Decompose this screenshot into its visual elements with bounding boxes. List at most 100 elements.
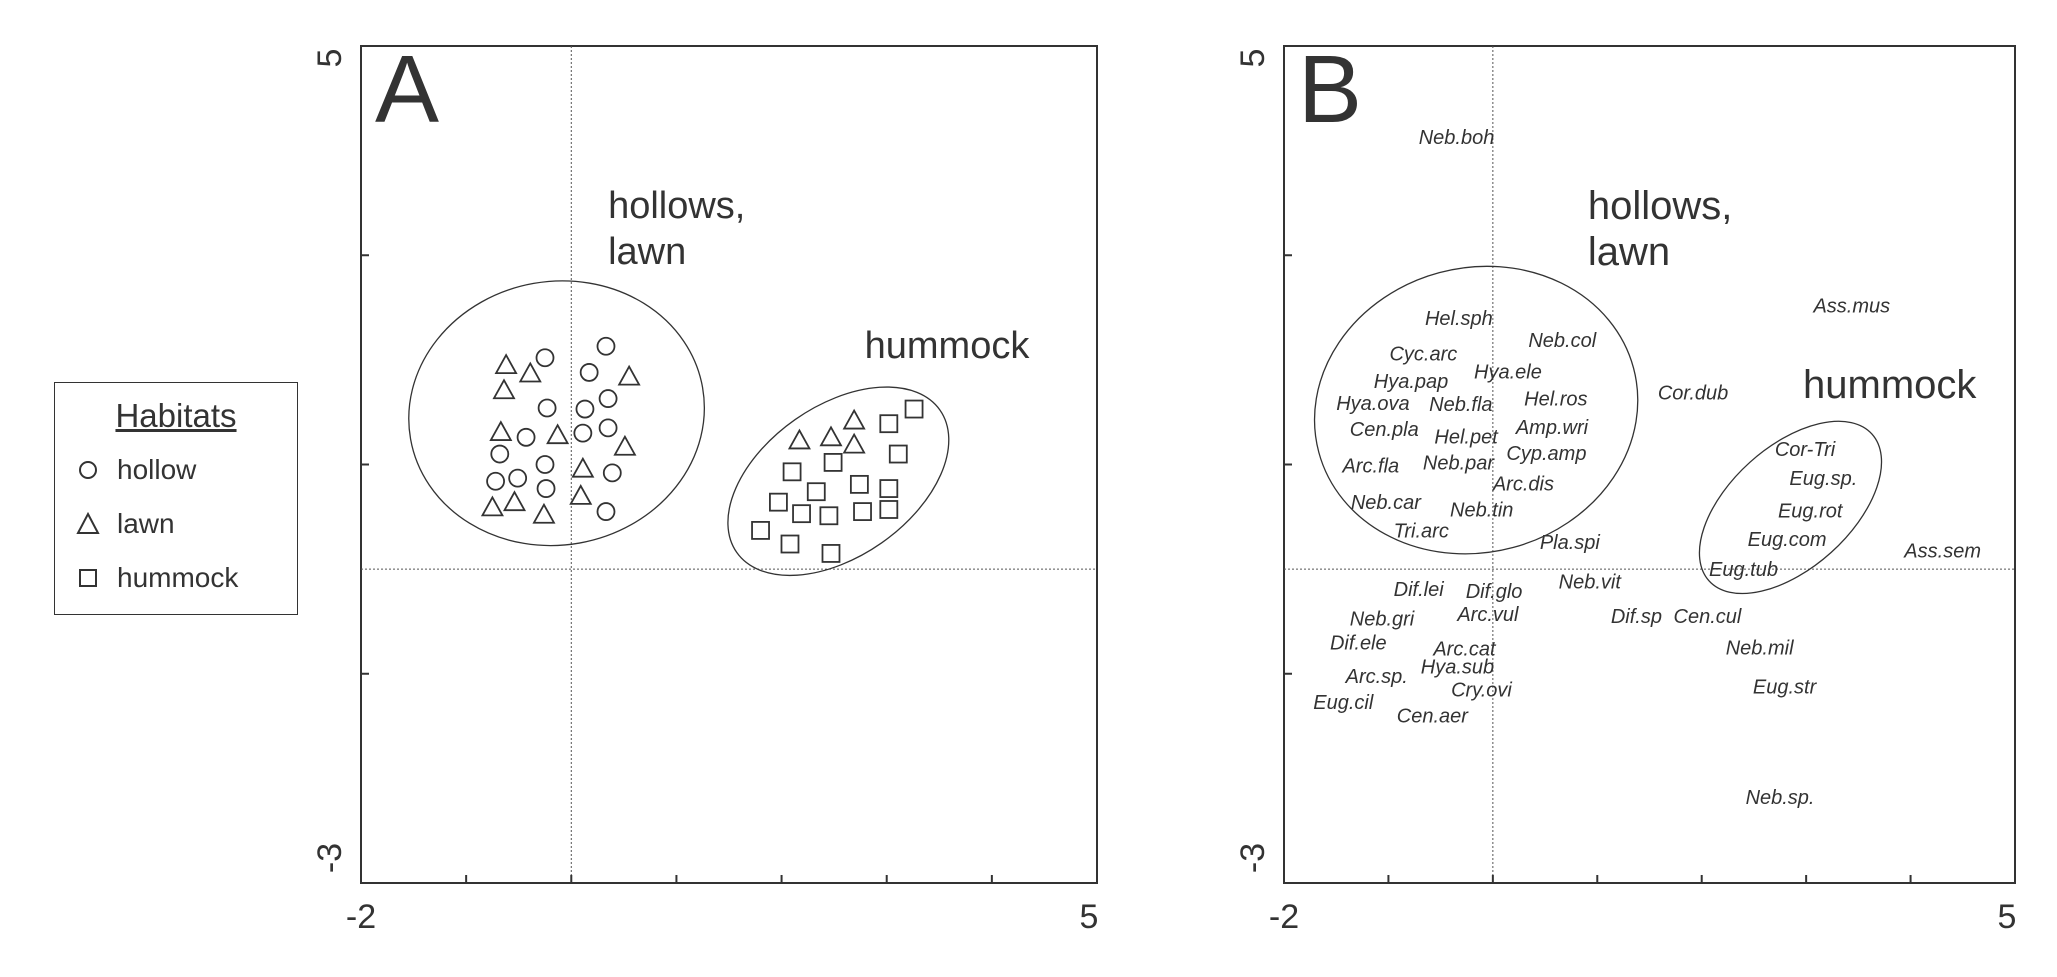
- marker-hummock: [792, 504, 811, 524]
- panel-letter: A: [375, 36, 439, 143]
- legend-label: lawn: [117, 508, 175, 539]
- marker-lawn: [613, 434, 637, 456]
- marker-hollow: [602, 463, 622, 483]
- marker-hummock: [879, 500, 899, 519]
- species-label: Neb.vit: [1559, 572, 1623, 594]
- species-label: Neb.fla: [1429, 394, 1492, 416]
- species-label: Eug.com: [1748, 529, 1827, 551]
- x-tick-label: 5: [1998, 898, 2017, 936]
- species-label: Eug.str: [1753, 676, 1818, 698]
- species-label: Cor-Tri: [1775, 439, 1836, 461]
- species-label: Hel.sph: [1425, 308, 1493, 330]
- marker-lawn: [842, 408, 866, 430]
- marker-lawn: [787, 428, 811, 450]
- species-label: Arc.fla: [1341, 456, 1399, 478]
- species-label: Amp.wri: [1515, 417, 1589, 439]
- species-label: Arc.sp.: [1345, 666, 1408, 688]
- species-label: Cyp.amp: [1506, 443, 1586, 465]
- marker-hollow: [573, 423, 593, 443]
- species-label: Eug.tub: [1709, 559, 1778, 581]
- species-label: Neb.par: [1423, 452, 1495, 474]
- marker-lawn: [546, 423, 570, 445]
- species-label: Ass.sem: [1903, 540, 1981, 562]
- legend-entry-hummock: hummock: [55, 551, 297, 605]
- marker-lawn: [842, 432, 866, 454]
- marker-hollow: [490, 444, 510, 464]
- species-label: Hya.pap: [1374, 371, 1449, 393]
- marker-hollow: [598, 389, 618, 408]
- marker-lawn: [819, 425, 843, 447]
- y-tick-label: 5: [1234, 49, 1272, 68]
- species-label: Pla.spi: [1540, 532, 1601, 554]
- group-ellipse: [727, 386, 950, 577]
- marker-hummock: [879, 479, 899, 498]
- group-annotation: lawn: [608, 231, 686, 273]
- legend-entry-lawn: lawn: [55, 497, 297, 551]
- species-label: Eug.rot: [1778, 501, 1844, 523]
- panel-letter: B: [1298, 36, 1362, 143]
- marker-hollow: [596, 502, 616, 521]
- species-label: Eug.sp.: [1789, 468, 1857, 490]
- species-label: Hya.ele: [1474, 361, 1542, 383]
- marker-hummock: [769, 492, 788, 512]
- species-label: Cen.cul: [1674, 606, 1742, 628]
- species-label: Neb.mil: [1726, 638, 1794, 660]
- group-annotation: hollows,: [608, 185, 745, 227]
- marker-hummock: [853, 502, 872, 521]
- marker-hollow: [508, 468, 528, 488]
- marker-lawn: [617, 364, 641, 386]
- group-ellipse: [1698, 420, 1883, 595]
- species-label: Neb.col: [1528, 330, 1596, 352]
- group-ellipse: [408, 280, 705, 547]
- species-label: Neb.gri: [1350, 608, 1415, 630]
- x-tick-label: -2: [346, 898, 376, 936]
- species-label: Arc.vul: [1456, 604, 1519, 626]
- marker-hummock: [904, 399, 924, 419]
- marker-lawn: [518, 361, 542, 383]
- habitats-legend: Habitats hollow lawn hummock: [54, 382, 298, 615]
- marker-hollow: [537, 398, 557, 418]
- marker-hollow: [598, 418, 618, 438]
- species-label: Cor.dub: [1658, 382, 1728, 404]
- legend-label: hummock: [117, 562, 239, 593]
- group-annotation: hummock: [1803, 363, 1977, 407]
- legend-entry-hollow: hollow: [55, 443, 297, 497]
- species-label: Tri.arc: [1394, 520, 1449, 542]
- marker-hollow: [596, 336, 616, 356]
- marker-lawn: [571, 456, 595, 478]
- marker-hollow: [535, 348, 555, 368]
- legend-label: hollow: [117, 454, 197, 485]
- marker-hollow: [579, 363, 599, 382]
- y-tick-label: 5: [311, 49, 349, 68]
- square-marker-icon: [79, 569, 97, 587]
- species-label: Neb.boh: [1419, 127, 1495, 149]
- marker-hollow: [486, 471, 505, 491]
- marker-lawn: [489, 420, 513, 441]
- species-label: Hya.sub: [1421, 656, 1494, 678]
- marker-lawn: [494, 353, 518, 375]
- species-label: Dif.ele: [1330, 632, 1387, 654]
- species-label: Neb.sp.: [1746, 787, 1815, 809]
- marker-hummock: [849, 474, 869, 494]
- x-tick-label: 5: [1080, 898, 1099, 936]
- marker-hollow: [516, 427, 536, 447]
- marker-hollow: [535, 455, 555, 474]
- marker-hummock: [806, 482, 826, 502]
- group-ellipse: [1313, 265, 1639, 555]
- species-label: Ass.mus: [1812, 295, 1890, 317]
- marker-hummock: [888, 444, 908, 464]
- species-label: Dif.lei: [1394, 579, 1445, 601]
- marker-hollow: [575, 399, 595, 419]
- marker-hummock: [823, 453, 843, 472]
- marker-lawn: [569, 484, 593, 505]
- group-annotation: lawn: [1588, 230, 1670, 274]
- species-label: Arc.dis: [1492, 473, 1554, 495]
- group-annotation: hummock: [865, 325, 1031, 367]
- marker-lawn: [532, 502, 556, 524]
- species-label: Cyc.arc: [1389, 344, 1457, 366]
- triangle-marker-icon: [76, 511, 100, 534]
- marker-hollow: [536, 479, 556, 498]
